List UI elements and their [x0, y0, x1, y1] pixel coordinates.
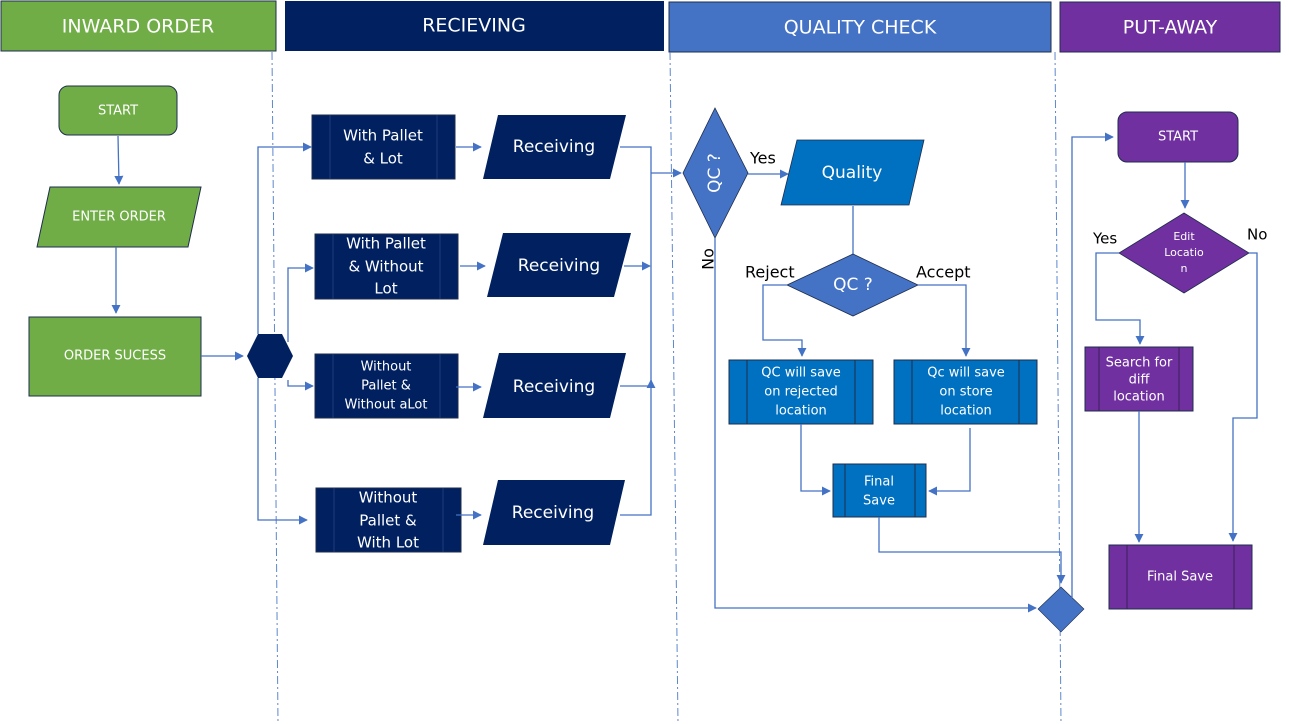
node-label: Receiving [513, 377, 595, 397]
node-label: Search for [1106, 356, 1173, 371]
connector [257, 378, 308, 525]
store-location-save-node[interactable]: Qc will save on store location [893, 359, 1038, 425]
lane-header-quality-check: QUALITY CHECK [668, 1, 1052, 53]
connector [918, 284, 971, 357]
rejected-location-save-node[interactable]: QC will save on rejected location [728, 359, 874, 425]
lane-header-put-away: PUT-AWAY [1059, 1, 1281, 53]
node-label: Without aLot [345, 398, 428, 413]
node-label: START [1158, 130, 1198, 145]
node-label: Qc will save [927, 366, 1005, 381]
receiving-step-2[interactable]: Receiving [487, 233, 631, 297]
node-label: QC ? [833, 275, 873, 295]
receiving-option-with-pallet-without-lot[interactable]: With Pallet & Without Lot [314, 233, 459, 300]
receiving-option-without-pallet-with-lot[interactable]: Without Pallet & With Lot [315, 487, 462, 553]
connector [1071, 132, 1114, 598]
node-label: Receiving [512, 503, 594, 523]
node-label: QC will save [761, 366, 840, 381]
node-label: diff [1129, 373, 1151, 388]
connector [287, 263, 314, 342]
node-label: Without [361, 360, 412, 375]
node-label: With Pallet [346, 235, 426, 253]
yes-label: Yes [749, 149, 776, 168]
reject-label: Reject [745, 263, 795, 282]
node-label: & Without [348, 258, 423, 276]
node-label: location [940, 404, 992, 419]
putaway-final-save-node[interactable]: Final Save [1108, 544, 1253, 610]
qc-result-diamond[interactable]: QC ? [786, 253, 919, 317]
node-label: Edit [1173, 230, 1195, 243]
accept-label: Accept [916, 263, 971, 282]
receiving-step-4[interactable]: Receiving [483, 480, 625, 545]
node-label: Final Save [1147, 570, 1213, 585]
lane-title: INWARD ORDER [62, 16, 214, 38]
start-node-putaway[interactable]: START [1117, 111, 1239, 163]
edit-location-diamond[interactable]: Edit Locatio n [1118, 212, 1250, 294]
connector [1095, 252, 1145, 345]
qc-decision-diamond[interactable]: QC ? [682, 107, 749, 239]
node-label: Lot [374, 280, 397, 298]
search-location-node[interactable]: Search for diff location [1084, 346, 1194, 412]
connector [762, 284, 807, 357]
order-success-node[interactable]: ORDER SUCESS [28, 316, 202, 397]
connector [287, 380, 314, 391]
connector [714, 238, 1037, 613]
receiving-option-with-pallet-and-lot[interactable]: With Pallet & Lot [311, 114, 456, 180]
node-label: & Lot [363, 150, 403, 168]
receiving-step-1[interactable]: Receiving [483, 115, 626, 179]
connector [620, 146, 652, 516]
enter-order-node[interactable]: ENTER ORDER [36, 186, 202, 248]
receiving-option-without-pallet-without-lot[interactable]: Without Pallet & Without aLot [314, 353, 459, 419]
qc-final-save-node[interactable]: Final Save [832, 463, 927, 518]
merge-diamond[interactable] [1037, 586, 1085, 633]
node-label: Locatio [1164, 246, 1204, 259]
connector [878, 517, 1066, 584]
connector [928, 428, 971, 496]
node-label: Final [864, 475, 894, 490]
node-label: With Lot [357, 534, 419, 552]
node-label: location [775, 404, 827, 419]
node-label: Receiving [513, 137, 595, 157]
node-label: Save [863, 494, 895, 509]
node-label: on rejected [764, 385, 838, 400]
node-label: on store [939, 385, 992, 400]
quality-step[interactable]: Quality [780, 139, 925, 206]
lane-divider [669, 51, 679, 724]
connector [800, 424, 831, 496]
node-label: Quality [822, 163, 883, 183]
yes-label: Yes [1092, 230, 1117, 248]
lane-title: QUALITY CHECK [784, 17, 937, 39]
branch-hexagon[interactable] [247, 334, 293, 378]
node-label: n [1181, 262, 1188, 275]
node-label: START [98, 104, 138, 119]
lane-title: PUT-AWAY [1123, 17, 1218, 39]
node-label: Without [359, 489, 418, 507]
no-label: No [1247, 226, 1267, 244]
lane-divider [271, 51, 279, 724]
start-node-inward[interactable]: START [58, 85, 178, 136]
node-label: With Pallet [343, 127, 423, 145]
connector [114, 135, 124, 185]
node-label: Pallet & [359, 512, 417, 530]
lane-title: RECIEVING [422, 15, 526, 37]
node-label: ORDER SUCESS [64, 349, 166, 364]
connector [1228, 252, 1258, 542]
node-label: ENTER ORDER [72, 210, 166, 225]
lane-header-receiving: RECIEVING [285, 1, 664, 51]
node-label: Receiving [518, 256, 600, 276]
node-label: Pallet & [361, 379, 411, 394]
lane-header-inward-order: INWARD ORDER [0, 0, 277, 52]
connector [620, 379, 656, 389]
receiving-step-3[interactable]: Receiving [483, 353, 626, 418]
node-label: location [1113, 390, 1165, 405]
connector [257, 142, 312, 334]
no-label: No [699, 248, 718, 270]
node-label: QC ? [705, 153, 725, 193]
